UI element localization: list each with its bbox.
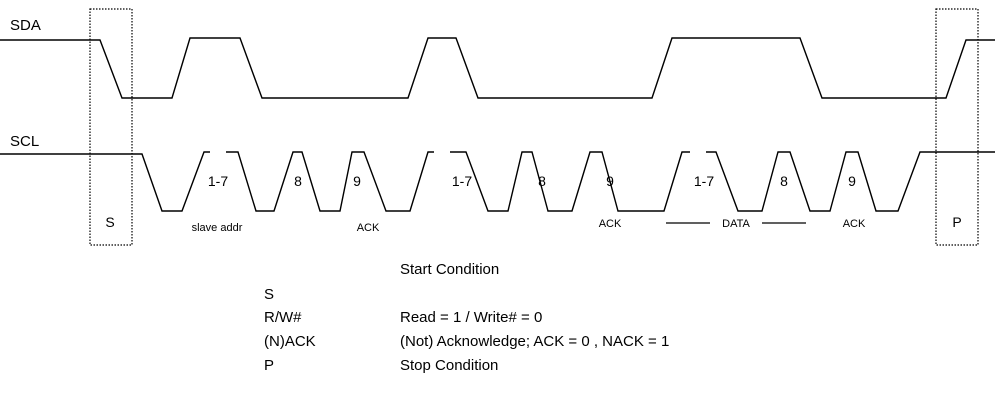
i2c-timing-diagram: SDA SCL S P 1-7 8 9 1-7 8 9 1-7 8 9 slav… (0, 8, 995, 246)
start-condition-box (89, 8, 133, 246)
data-label: DATA (722, 218, 750, 230)
bit-8-label: 8 (538, 173, 546, 189)
legend-title: Start Condition (400, 261, 500, 278)
scl-waveform (0, 151, 995, 212)
stop-condition-box (935, 8, 979, 246)
bit-8-label: 8 (780, 173, 788, 189)
sda-waveform (0, 37, 995, 99)
scl-label: SCL (10, 133, 39, 150)
ack-label: ACK (357, 222, 380, 234)
legend-key-p: P (264, 357, 275, 374)
bit-8-label: 8 (294, 173, 302, 189)
legend-desc-rw: Read = 1 / Write# = 0 (400, 309, 543, 326)
start-box-label: S (105, 214, 114, 230)
bits-1-7-label: 1-7 (694, 173, 714, 189)
ack-label: ACK (843, 218, 866, 230)
legend-key-nack: (N)ACK (264, 333, 316, 350)
legend-key-rw: R/W# (264, 309, 302, 326)
sda-label: SDA (10, 17, 41, 34)
ack-label: ACK (599, 218, 622, 230)
bits-1-7-label: 1-7 (452, 173, 472, 189)
bits-1-7-label: 1-7 (208, 173, 228, 189)
stop-box-label: P (952, 214, 961, 230)
bit-9-label: 9 (353, 173, 361, 189)
legend-desc-nack: (Not) Acknowledge; ACK = 0 , NACK = 1 (400, 333, 670, 350)
legend-key-s: S (264, 286, 275, 303)
legend-desc-p: Stop Condition (400, 357, 499, 374)
bit-9-label: 9 (606, 173, 614, 189)
bit-9-label: 9 (848, 173, 856, 189)
slave-addr-label: slave addr (192, 222, 243, 234)
